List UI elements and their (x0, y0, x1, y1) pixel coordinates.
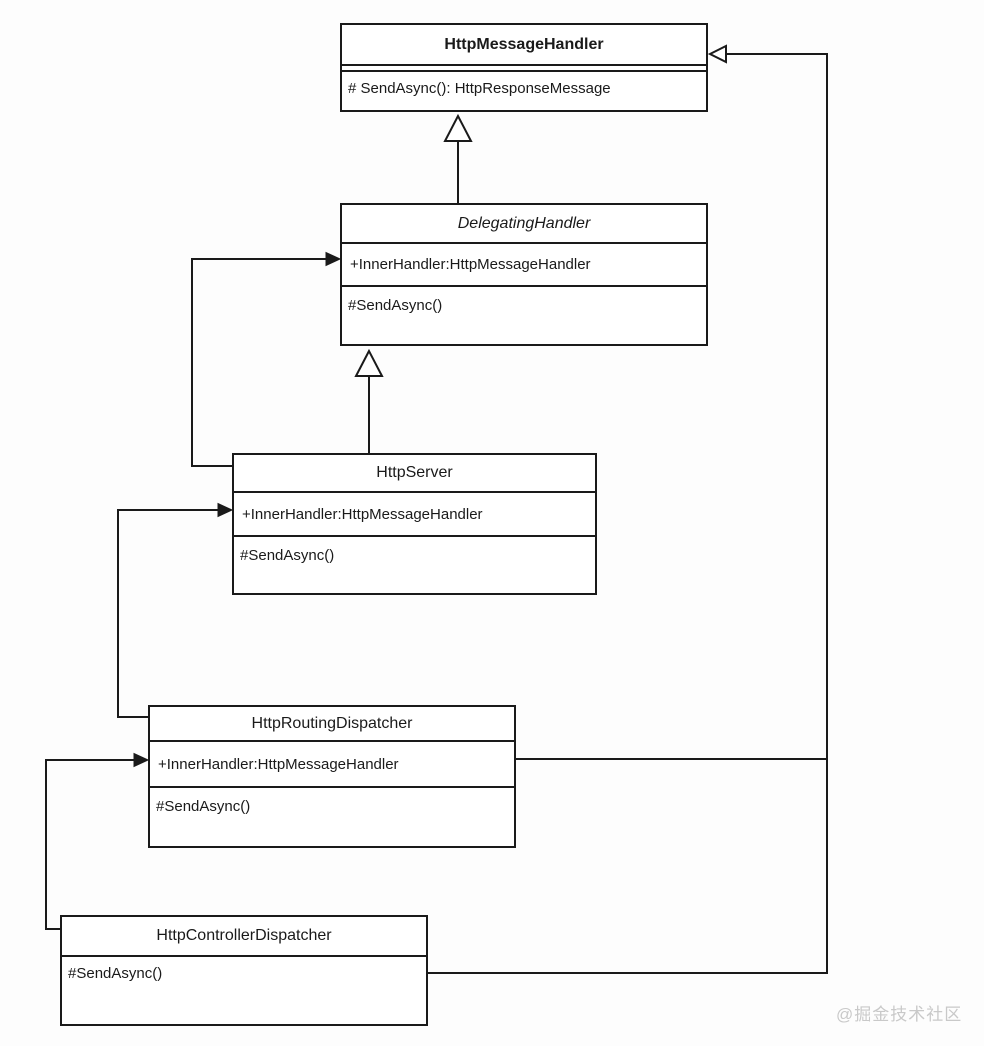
generalization-triangle-icon (354, 348, 384, 377)
class-title-delegatinghandler: DelegatingHandler (342, 205, 706, 244)
association-arrowhead-icon (325, 251, 342, 267)
generalization-triangle-icon (707, 44, 727, 64)
association-arrowhead-icon (133, 752, 150, 768)
class-title-httpcontrollerdispatcher: HttpControllerDispatcher (62, 917, 426, 957)
class-box-httpmessagehandler: HttpMessageHandler # SendAsync(): HttpRe… (340, 23, 708, 112)
class-empty-compartment (342, 66, 706, 72)
association-httproutingdispatcher-to-httpserver-innerhandler (117, 509, 229, 718)
class-box-httproutingdispatcher: HttpRoutingDispatcher +InnerHandler:Http… (148, 705, 516, 848)
class-box-delegatinghandler: DelegatingHandler +InnerHandler:HttpMess… (340, 203, 708, 346)
class-attr-httproutingdispatcher: +InnerHandler:HttpMessageHandler (150, 742, 514, 788)
class-method-httproutingdispatcher: #SendAsync() (156, 798, 251, 815)
watermark-text: @掘金技术社区 (836, 1005, 963, 1024)
class-attr-delegatinghandler: +InnerHandler:HttpMessageHandler (342, 244, 706, 287)
class-method-delegatinghandler: #SendAsync() (348, 297, 443, 314)
class-title-httpserver: HttpServer (234, 455, 595, 493)
class-attr-httpserver: +InnerHandler:HttpMessageHandler (234, 493, 595, 537)
association-httpcontrollerdispatcher-to-httproutingdispatcher-innerhandler (45, 759, 145, 930)
class-method-httpcontrollerdispatcher: #SendAsync() (68, 965, 163, 982)
association-arrowhead-icon (217, 502, 234, 518)
class-title-httpmessagehandler: HttpMessageHandler (342, 25, 706, 66)
class-method-httpmessagehandler: # SendAsync(): HttpResponseMessage (348, 80, 611, 97)
generalization-triangle-icon (443, 113, 473, 142)
class-title-httproutingdispatcher: HttpRoutingDispatcher (150, 707, 514, 742)
class-box-httpserver: HttpServer +InnerHandler:HttpMessageHand… (232, 453, 597, 595)
association-httpserver-to-delegatinghandler-innerhandler (191, 258, 337, 467)
class-box-httpcontrollerdispatcher: HttpControllerDispatcher #SendAsync() (60, 915, 428, 1026)
class-method-httpserver: #SendAsync() (240, 547, 335, 564)
